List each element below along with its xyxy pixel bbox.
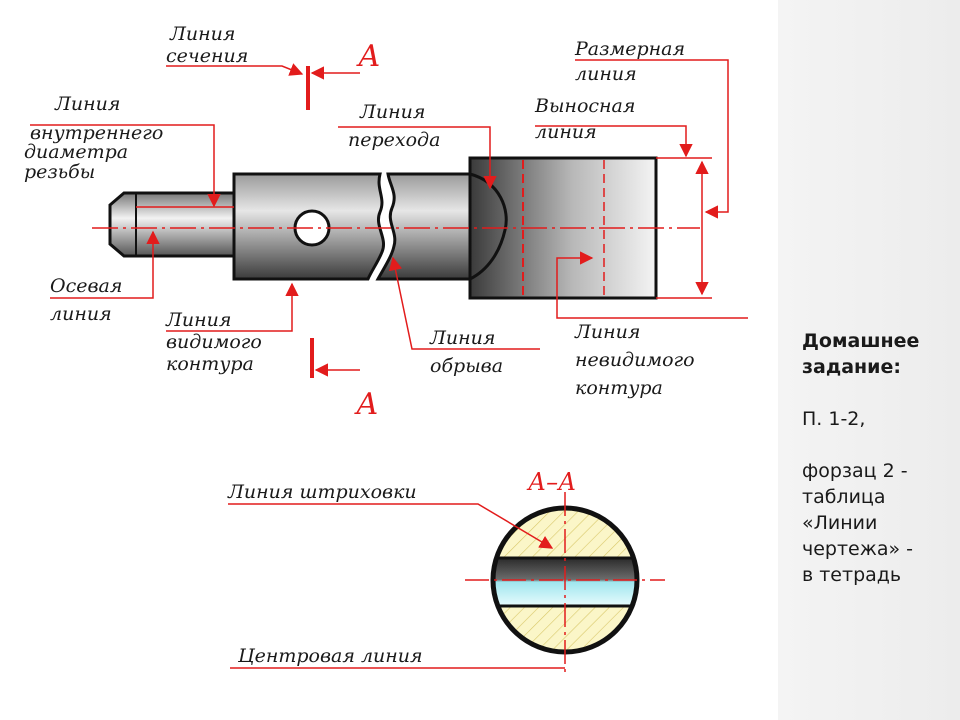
label-thread-inner: Линия внутреннего диаметра резьбы xyxy=(24,93,163,183)
svg-text:обрыва: обрыва xyxy=(430,355,503,377)
svg-text:контура: контура xyxy=(166,353,254,375)
technical-drawing: А А Линия сечения Размерная линия Линия … xyxy=(24,23,748,672)
svg-text:видимого: видимого xyxy=(166,331,262,353)
section-mark-bottom: А xyxy=(310,338,379,422)
label-break-line: Линия обрыва xyxy=(429,327,503,377)
label-hatch-line: Линия штриховки xyxy=(227,481,417,503)
label-hidden-contour: Линия невидимого контура xyxy=(574,321,695,399)
label-section-line: Линия сечения xyxy=(166,23,248,67)
svg-text:Размерная: Размерная xyxy=(574,38,685,60)
homework-line-6: чертежа» - xyxy=(802,538,914,560)
label-transition-line: Линия перехода xyxy=(348,101,440,151)
label-extension-line: Выносная линия xyxy=(534,95,635,143)
label-visible-contour: Линия видимого контура xyxy=(165,309,262,375)
homework-line-7: в тетрадь xyxy=(802,564,902,586)
svg-text:внутреннего: внутреннего xyxy=(30,122,163,144)
label-center-line: Центровая линия xyxy=(237,645,423,667)
svg-text:линия: линия xyxy=(535,121,597,143)
shaft-part xyxy=(92,156,700,300)
svg-text:Линия: Линия xyxy=(429,327,495,349)
section-letter-bottom: А xyxy=(354,387,379,422)
section-letter-top: А xyxy=(356,39,381,74)
svg-text:резьбы: резьбы xyxy=(24,161,95,183)
section-title: А–А xyxy=(526,468,576,496)
svg-text:Линия: Линия xyxy=(359,101,425,123)
section-view: А–А Линия штриховки Центровая линия xyxy=(227,468,665,672)
svg-text:линия: линия xyxy=(50,303,112,325)
svg-text:Линия: Линия xyxy=(165,309,231,331)
sidebar-panel xyxy=(778,0,960,720)
svg-text:Выносная: Выносная xyxy=(534,95,635,117)
svg-text:линия: линия xyxy=(575,63,637,85)
homework-title-line-2: задание: xyxy=(802,356,901,378)
svg-text:сечения: сечения xyxy=(166,45,248,67)
homework-line-1: П. 1-2, xyxy=(802,408,866,430)
section-mark-top: А xyxy=(306,39,381,110)
label-axis-line: Осевая линия xyxy=(50,275,122,325)
svg-text:Линия: Линия xyxy=(169,23,235,45)
threaded-tip xyxy=(108,191,236,258)
leader-lines xyxy=(30,59,748,350)
svg-text:Осевая: Осевая xyxy=(50,275,122,297)
homework-line-3: форзац 2 - xyxy=(802,460,908,482)
svg-text:контура: контура xyxy=(575,377,663,399)
homework-title-line-1: Домашнее xyxy=(802,330,920,352)
svg-text:перехода: перехода xyxy=(348,129,440,151)
svg-text:Линия: Линия xyxy=(574,321,640,343)
svg-text:диаметра: диаметра xyxy=(24,141,128,163)
dimension xyxy=(656,157,712,299)
svg-text:Линия: Линия xyxy=(54,93,120,115)
homework-block: Домашнее задание: П. 1-2, форзац 2 - таб… xyxy=(802,328,952,588)
homework-line-5: «Линии xyxy=(802,512,878,534)
label-dimension-line: Размерная линия xyxy=(574,38,685,85)
homework-line-4: таблица xyxy=(802,486,886,508)
svg-text:невидимого: невидимого xyxy=(575,349,695,371)
